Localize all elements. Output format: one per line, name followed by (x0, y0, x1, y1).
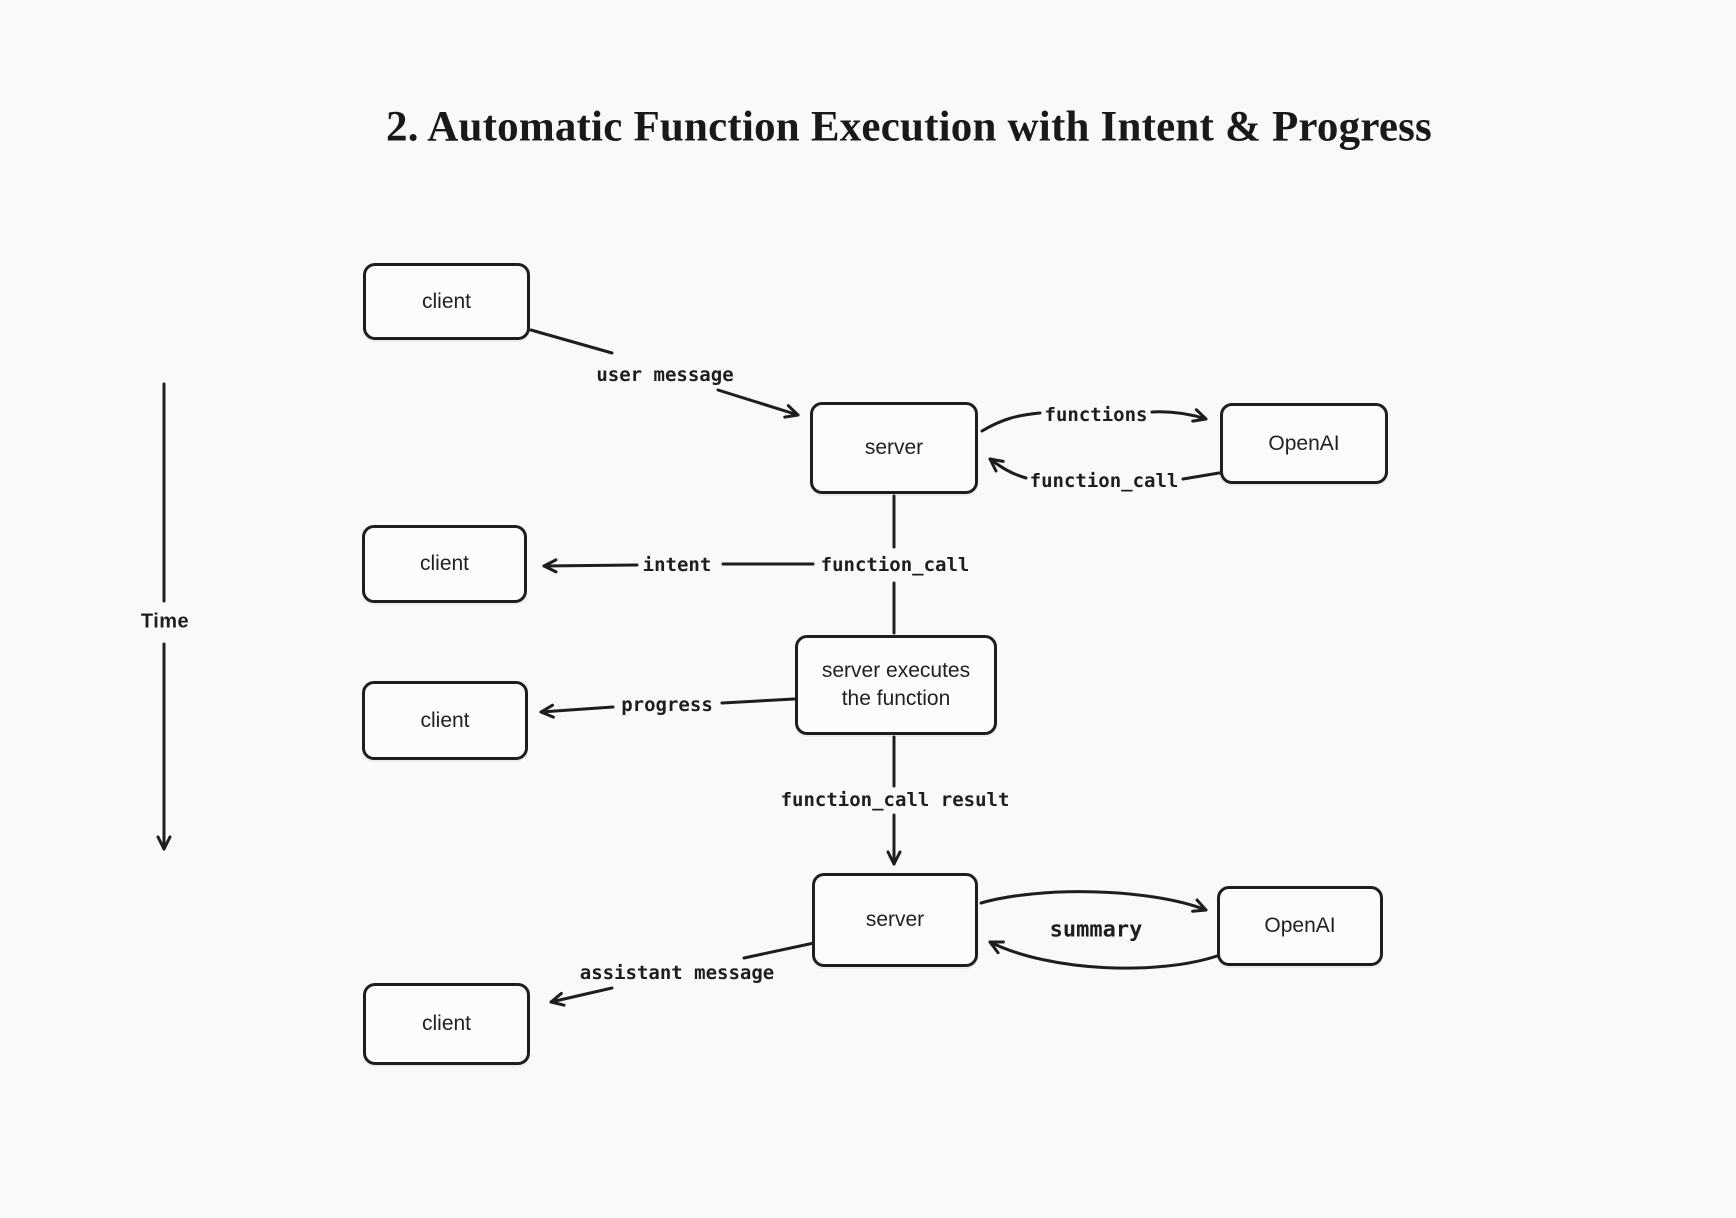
edge-label-user-message: user message (596, 364, 734, 386)
edge-function-call-return-seg2 (988, 457, 1028, 480)
node-executor: server executes the function (795, 635, 997, 735)
edge-functions-seg1 (980, 411, 1042, 433)
node-executor-label: server executes the function (821, 659, 971, 710)
node-server-1-label: server (864, 436, 924, 460)
edge-intent-seg2 (542, 558, 639, 574)
edge-progress-seg1 (720, 697, 796, 705)
edge-label-function-call-return: function_call (1029, 470, 1179, 492)
node-client-4: client (363, 983, 530, 1065)
edge-label-functions: functions (1044, 404, 1148, 426)
edge-functions-seg2 (1150, 408, 1208, 423)
node-client-1: client (363, 263, 530, 340)
node-client-4-label: client (421, 1012, 472, 1036)
diagram-title: 2. Automatic Function Execution with Int… (386, 103, 1432, 151)
node-client-2: client (362, 525, 527, 603)
node-openai-2: OpenAI (1217, 886, 1383, 966)
edge-function-call-return-seg1 (1181, 470, 1227, 481)
edge-label-function-call-down: function_call (820, 554, 970, 576)
edge-label-progress: progress (621, 694, 713, 716)
edge-summary-back (988, 940, 1222, 970)
edge-label-summary: summary (1049, 917, 1143, 943)
time-axis-label: Time (140, 610, 190, 633)
edge-summary-forward (979, 890, 1208, 913)
edge-label-assistant-message: assistant message (579, 962, 775, 984)
edge-label-function-call-result: function_call result (780, 789, 1010, 811)
node-openai-1-label: OpenAI (1268, 431, 1340, 455)
edge-assistant-message-seg2 (549, 986, 614, 1007)
node-client-2-label: client (419, 552, 470, 576)
node-client-1-label: client (421, 289, 472, 313)
node-server-2: server (812, 873, 978, 967)
edge-progress-seg2 (539, 703, 615, 719)
node-server-2-label: server (865, 908, 925, 932)
node-client-3: client (362, 681, 528, 760)
edge-user-message-seg2 (716, 388, 800, 419)
edge-assistant-message-seg1 (742, 941, 816, 960)
node-openai-1: OpenAI (1220, 403, 1388, 484)
node-openai-2-label: OpenAI (1264, 914, 1336, 938)
edge-label-intent: intent (642, 554, 712, 576)
node-client-3-label: client (420, 708, 470, 732)
node-server-1: server (810, 402, 978, 494)
edge-user-message-seg1 (529, 328, 614, 355)
